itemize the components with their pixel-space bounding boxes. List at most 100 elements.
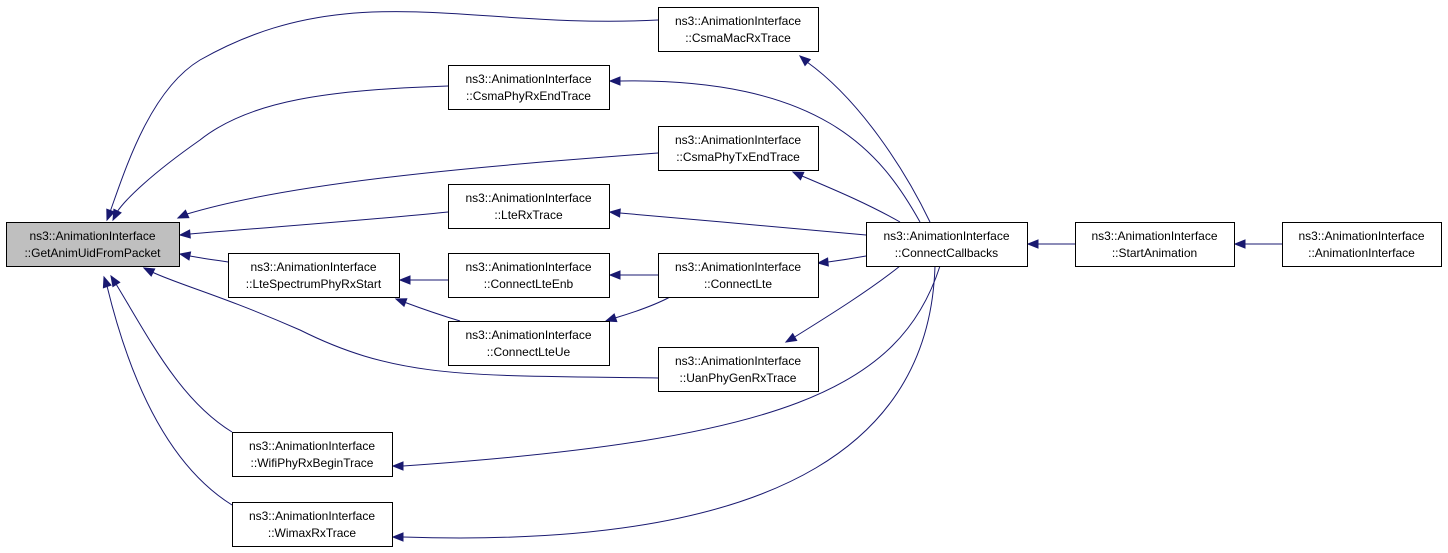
node-connectcallbacks[interactable]: ns3::AnimationInterface::ConnectCallback… <box>866 222 1028 267</box>
node-method-label: ::StartAnimation <box>1112 246 1197 260</box>
edge-arrowhead <box>791 171 805 181</box>
node-wifiphyrx[interactable]: ns3::AnimationInterface::WifiPhyRxBeginT… <box>232 432 393 477</box>
node-connectlteue[interactable]: ns3::AnimationInterface::ConnectLteUe <box>448 321 610 366</box>
node-connectlte[interactable]: ns3::AnimationInterface::ConnectLte <box>658 253 819 298</box>
node-wimaxrx[interactable]: ns3::AnimationInterface::WimaxRxTrace <box>232 502 393 547</box>
edge-arrowhead <box>398 275 411 285</box>
edge-connectlte-to-connectlteenb <box>608 270 659 280</box>
edge-arrowhead <box>106 208 116 222</box>
node-getanimuid[interactable]: ns3::AnimationInterface::GetAnimUidFromP… <box>6 222 180 267</box>
edge-arrowhead <box>604 313 618 323</box>
edge-line <box>115 283 233 433</box>
node-namespace-label: ns3::AnimationInterface <box>675 14 801 28</box>
edge-line <box>827 255 867 263</box>
edge-line <box>151 271 659 379</box>
edge-line <box>186 152 659 215</box>
node-box[interactable] <box>6 222 180 267</box>
node-box[interactable] <box>658 126 819 171</box>
node-namespace-label: ns3::AnimationInterface <box>465 191 591 205</box>
node-animationinterface[interactable]: ns3::AnimationInterface::AnimationInterf… <box>1282 222 1442 267</box>
node-box[interactable] <box>658 253 819 298</box>
node-lterx[interactable]: ns3::AnimationInterface::LteRxTrace <box>448 184 610 229</box>
node-namespace-label: ns3::AnimationInterface <box>675 133 801 147</box>
node-namespace-label: ns3::AnimationInterface <box>249 509 375 523</box>
node-csmaphytxend[interactable]: ns3::AnimationInterface::CsmaPhyTxEndTra… <box>658 126 819 171</box>
edge-arrowhead <box>178 251 192 261</box>
edge-arrowhead <box>391 532 404 542</box>
edge-wimaxrx-to-getanimuid <box>102 275 233 506</box>
node-namespace-label: ns3::AnimationInterface <box>465 328 591 342</box>
node-uanphygen[interactable]: ns3::AnimationInterface::UanPhyGenRxTrac… <box>658 347 819 392</box>
edge-animationinterface-to-startanimation <box>1233 239 1282 249</box>
edge-arrowhead <box>608 270 621 280</box>
edge-line <box>106 285 233 506</box>
node-namespace-label: ns3::AnimationInterface <box>883 229 1009 243</box>
edge-line <box>619 212 867 236</box>
node-method-label: ::ConnectLte <box>704 277 772 291</box>
edge-line <box>806 61 931 223</box>
edge-arrowhead <box>110 274 121 288</box>
node-method-label: ::LteSpectrumPhyRxStart <box>246 277 382 291</box>
edge-arrowhead <box>176 209 190 219</box>
edge-csmaphyrxend-to-getanimuid <box>112 85 449 222</box>
node-startanimation[interactable]: ns3::AnimationInterface::StartAnimation <box>1075 222 1235 267</box>
edge-arrowhead <box>391 461 404 471</box>
node-box[interactable] <box>448 321 610 366</box>
node-connectlteenb[interactable]: ns3::AnimationInterface::ConnectLteEnb <box>448 253 610 298</box>
node-namespace-label: ns3::AnimationInterface <box>1091 229 1217 243</box>
edge-csmamacrx-to-getanimuid <box>106 11 659 222</box>
edge-line <box>402 265 936 539</box>
node-box[interactable] <box>1075 222 1235 267</box>
node-box[interactable] <box>232 502 393 547</box>
node-namespace-label: ns3::AnimationInterface <box>249 439 375 453</box>
node-namespace-label: ns3::AnimationInterface <box>675 260 801 274</box>
edge-connectlteue-to-ltespectrum <box>394 298 461 322</box>
edge-line <box>801 175 901 223</box>
node-box[interactable] <box>228 253 400 298</box>
node-box[interactable] <box>232 432 393 477</box>
edge-connectcallbacks-to-wifiphyrx <box>391 265 941 471</box>
node-ltespectrum[interactable]: ns3::AnimationInterface::LteSpectrumPhyR… <box>228 253 400 298</box>
node-box[interactable] <box>658 347 819 392</box>
node-namespace-label: ns3::AnimationInterface <box>29 229 155 243</box>
node-method-label: ::CsmaMacRxTrace <box>685 31 791 45</box>
node-namespace-label: ns3::AnimationInterface <box>1298 229 1424 243</box>
edge-connectcallbacks-to-uanphygen <box>784 265 901 343</box>
node-method-label: ::ConnectLteEnb <box>484 277 574 291</box>
node-method-label: ::ConnectCallbacks <box>895 246 998 260</box>
edge-connectcallbacks-to-lterx <box>608 208 867 236</box>
edge-uanphygen-to-getanimuid <box>142 267 659 379</box>
edge-arrowhead <box>394 298 408 308</box>
node-box[interactable] <box>658 7 819 52</box>
node-box[interactable] <box>448 65 610 110</box>
edge-arrowhead <box>102 275 112 289</box>
node-namespace-label: ns3::AnimationInterface <box>465 260 591 274</box>
node-box[interactable] <box>448 253 610 298</box>
edge-connectcallbacks-to-csmaphyrxend <box>608 76 921 223</box>
edge-line <box>619 80 921 223</box>
nodes-layer: ns3::AnimationInterface::GetAnimUidFromP… <box>6 7 1442 547</box>
node-csmamacrx[interactable]: ns3::AnimationInterface::CsmaMacRxTrace <box>658 7 819 52</box>
edges-layer <box>102 11 1282 542</box>
edge-connectlteenb-to-ltespectrum <box>398 275 448 285</box>
edge-arrowhead <box>816 257 829 267</box>
edge-connectcallbacks-to-csmaphytxend <box>791 171 901 223</box>
edge-line <box>614 296 671 319</box>
edge-line <box>402 265 941 467</box>
node-csmaphyrxend[interactable]: ns3::AnimationInterface::CsmaPhyRxEndTra… <box>448 65 610 110</box>
node-namespace-label: ns3::AnimationInterface <box>465 72 591 86</box>
node-method-label: ::UanPhyGenRxTrace <box>680 371 797 385</box>
edge-wifiphyrx-to-getanimuid <box>110 274 233 433</box>
node-box[interactable] <box>448 184 610 229</box>
node-box[interactable] <box>866 222 1028 267</box>
edge-ltespectrum-to-getanimuid <box>178 251 229 263</box>
edge-line <box>792 265 901 339</box>
edge-line <box>403 301 461 322</box>
edge-arrowhead <box>784 332 798 343</box>
node-method-label: ::ConnectLteUe <box>487 345 571 359</box>
edge-connectcallbacks-to-connectlte <box>816 255 867 267</box>
edge-arrowhead <box>112 208 122 222</box>
node-box[interactable] <box>1282 222 1442 267</box>
edge-line <box>109 11 659 213</box>
